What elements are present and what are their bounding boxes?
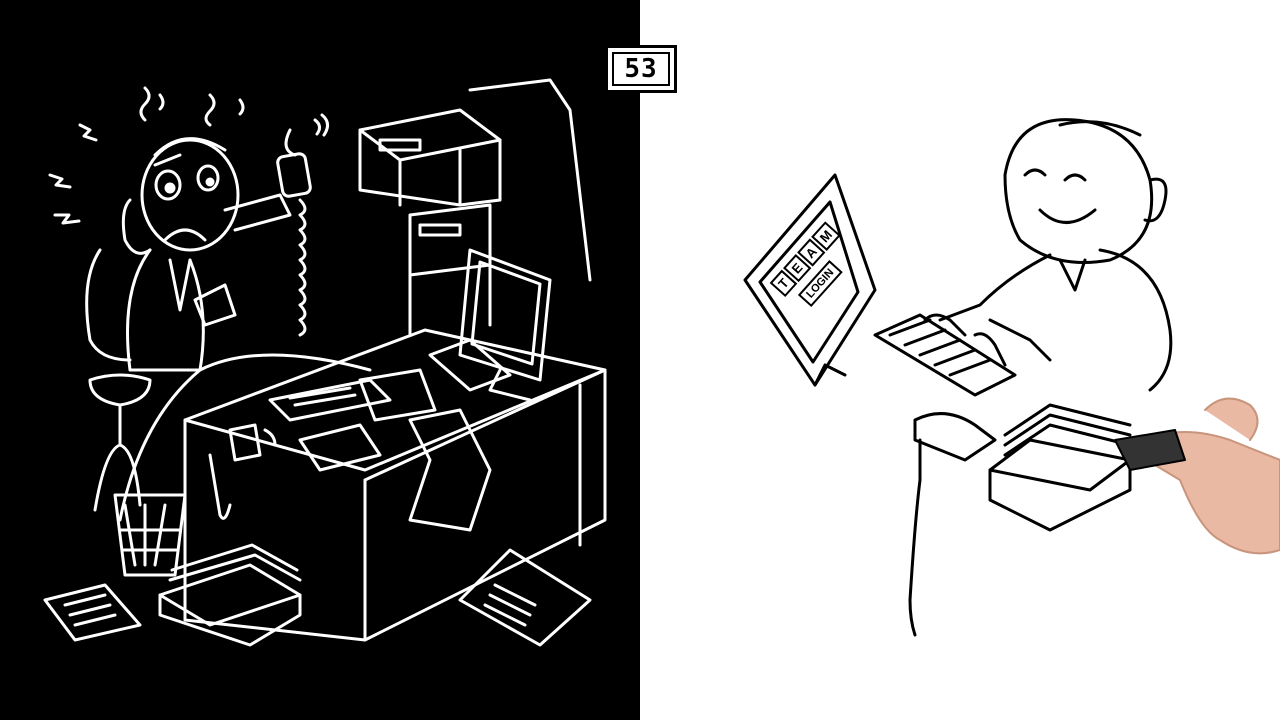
paper-stack-floor (158, 543, 302, 647)
scattered-papers (43, 368, 592, 647)
mouse (908, 412, 997, 637)
desk-monitor (428, 248, 552, 402)
keyboard (873, 313, 1017, 397)
hand-with-marker (1114, 397, 1280, 555)
paper-tray (988, 403, 1132, 532)
waste-basket (113, 493, 187, 577)
cable (118, 353, 372, 522)
counter-frame: 53 (612, 52, 670, 86)
spilled-mug (208, 423, 277, 520)
calm-worker-panel (640, 0, 1280, 720)
chaotic-office-illustration (43, 78, 607, 647)
stress-lines-icon (48, 86, 329, 225)
counter-value: 53 (624, 54, 658, 84)
computer-monitor (743, 173, 877, 387)
office-chair (85, 248, 152, 512)
calm-worker (923, 118, 1173, 392)
stressed-worker (121, 128, 312, 372)
counter-badge: 53 (605, 45, 677, 93)
